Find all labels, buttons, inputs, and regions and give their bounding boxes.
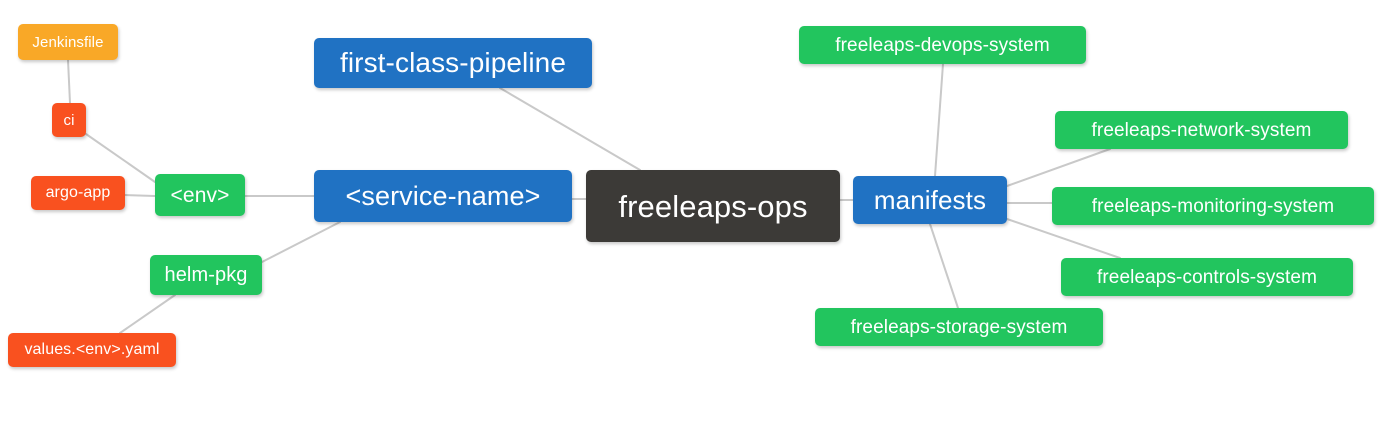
edge-manifests-to-devops-system [934,63,944,177]
node-ci[interactable]: ci [52,103,86,137]
node-service-name[interactable]: <service-name> [314,170,572,222]
edge-manifests-to-network-system [1006,148,1111,187]
node-manifests[interactable]: manifests [853,176,1007,224]
node-monitoring-system[interactable]: freeleaps-monitoring-system [1052,187,1374,225]
edge-ci-to-env [85,133,156,183]
node-controls-system[interactable]: freeleaps-controls-system [1061,258,1353,296]
node-storage-system[interactable]: freeleaps-storage-system [815,308,1103,346]
node-freeleaps-ops[interactable]: freeleaps-ops [586,170,840,242]
edge-service-name-to-helm-pkg [261,221,341,263]
edge-first-class-pipeline-to-freeleaps-ops [499,87,641,171]
node-env[interactable]: <env> [155,174,245,216]
node-devops-system[interactable]: freeleaps-devops-system [799,26,1086,64]
node-first-class-pipeline[interactable]: first-class-pipeline [314,38,592,88]
node-helm-pkg[interactable]: helm-pkg [150,255,262,295]
edge-manifests-to-storage-system [929,223,959,309]
node-network-system[interactable]: freeleaps-network-system [1055,111,1348,149]
node-values-yaml[interactable]: values.<env>.yaml [8,333,176,367]
edge-argo-app-to-env [124,194,156,197]
node-jenkinsfile[interactable]: Jenkinsfile [18,24,118,60]
edge-manifests-to-controls-system [1006,218,1121,259]
edge-jenkinsfile-to-ci [67,59,71,104]
node-argo-app[interactable]: argo-app [31,176,125,210]
edge-helm-pkg-to-values-yaml [119,294,176,334]
